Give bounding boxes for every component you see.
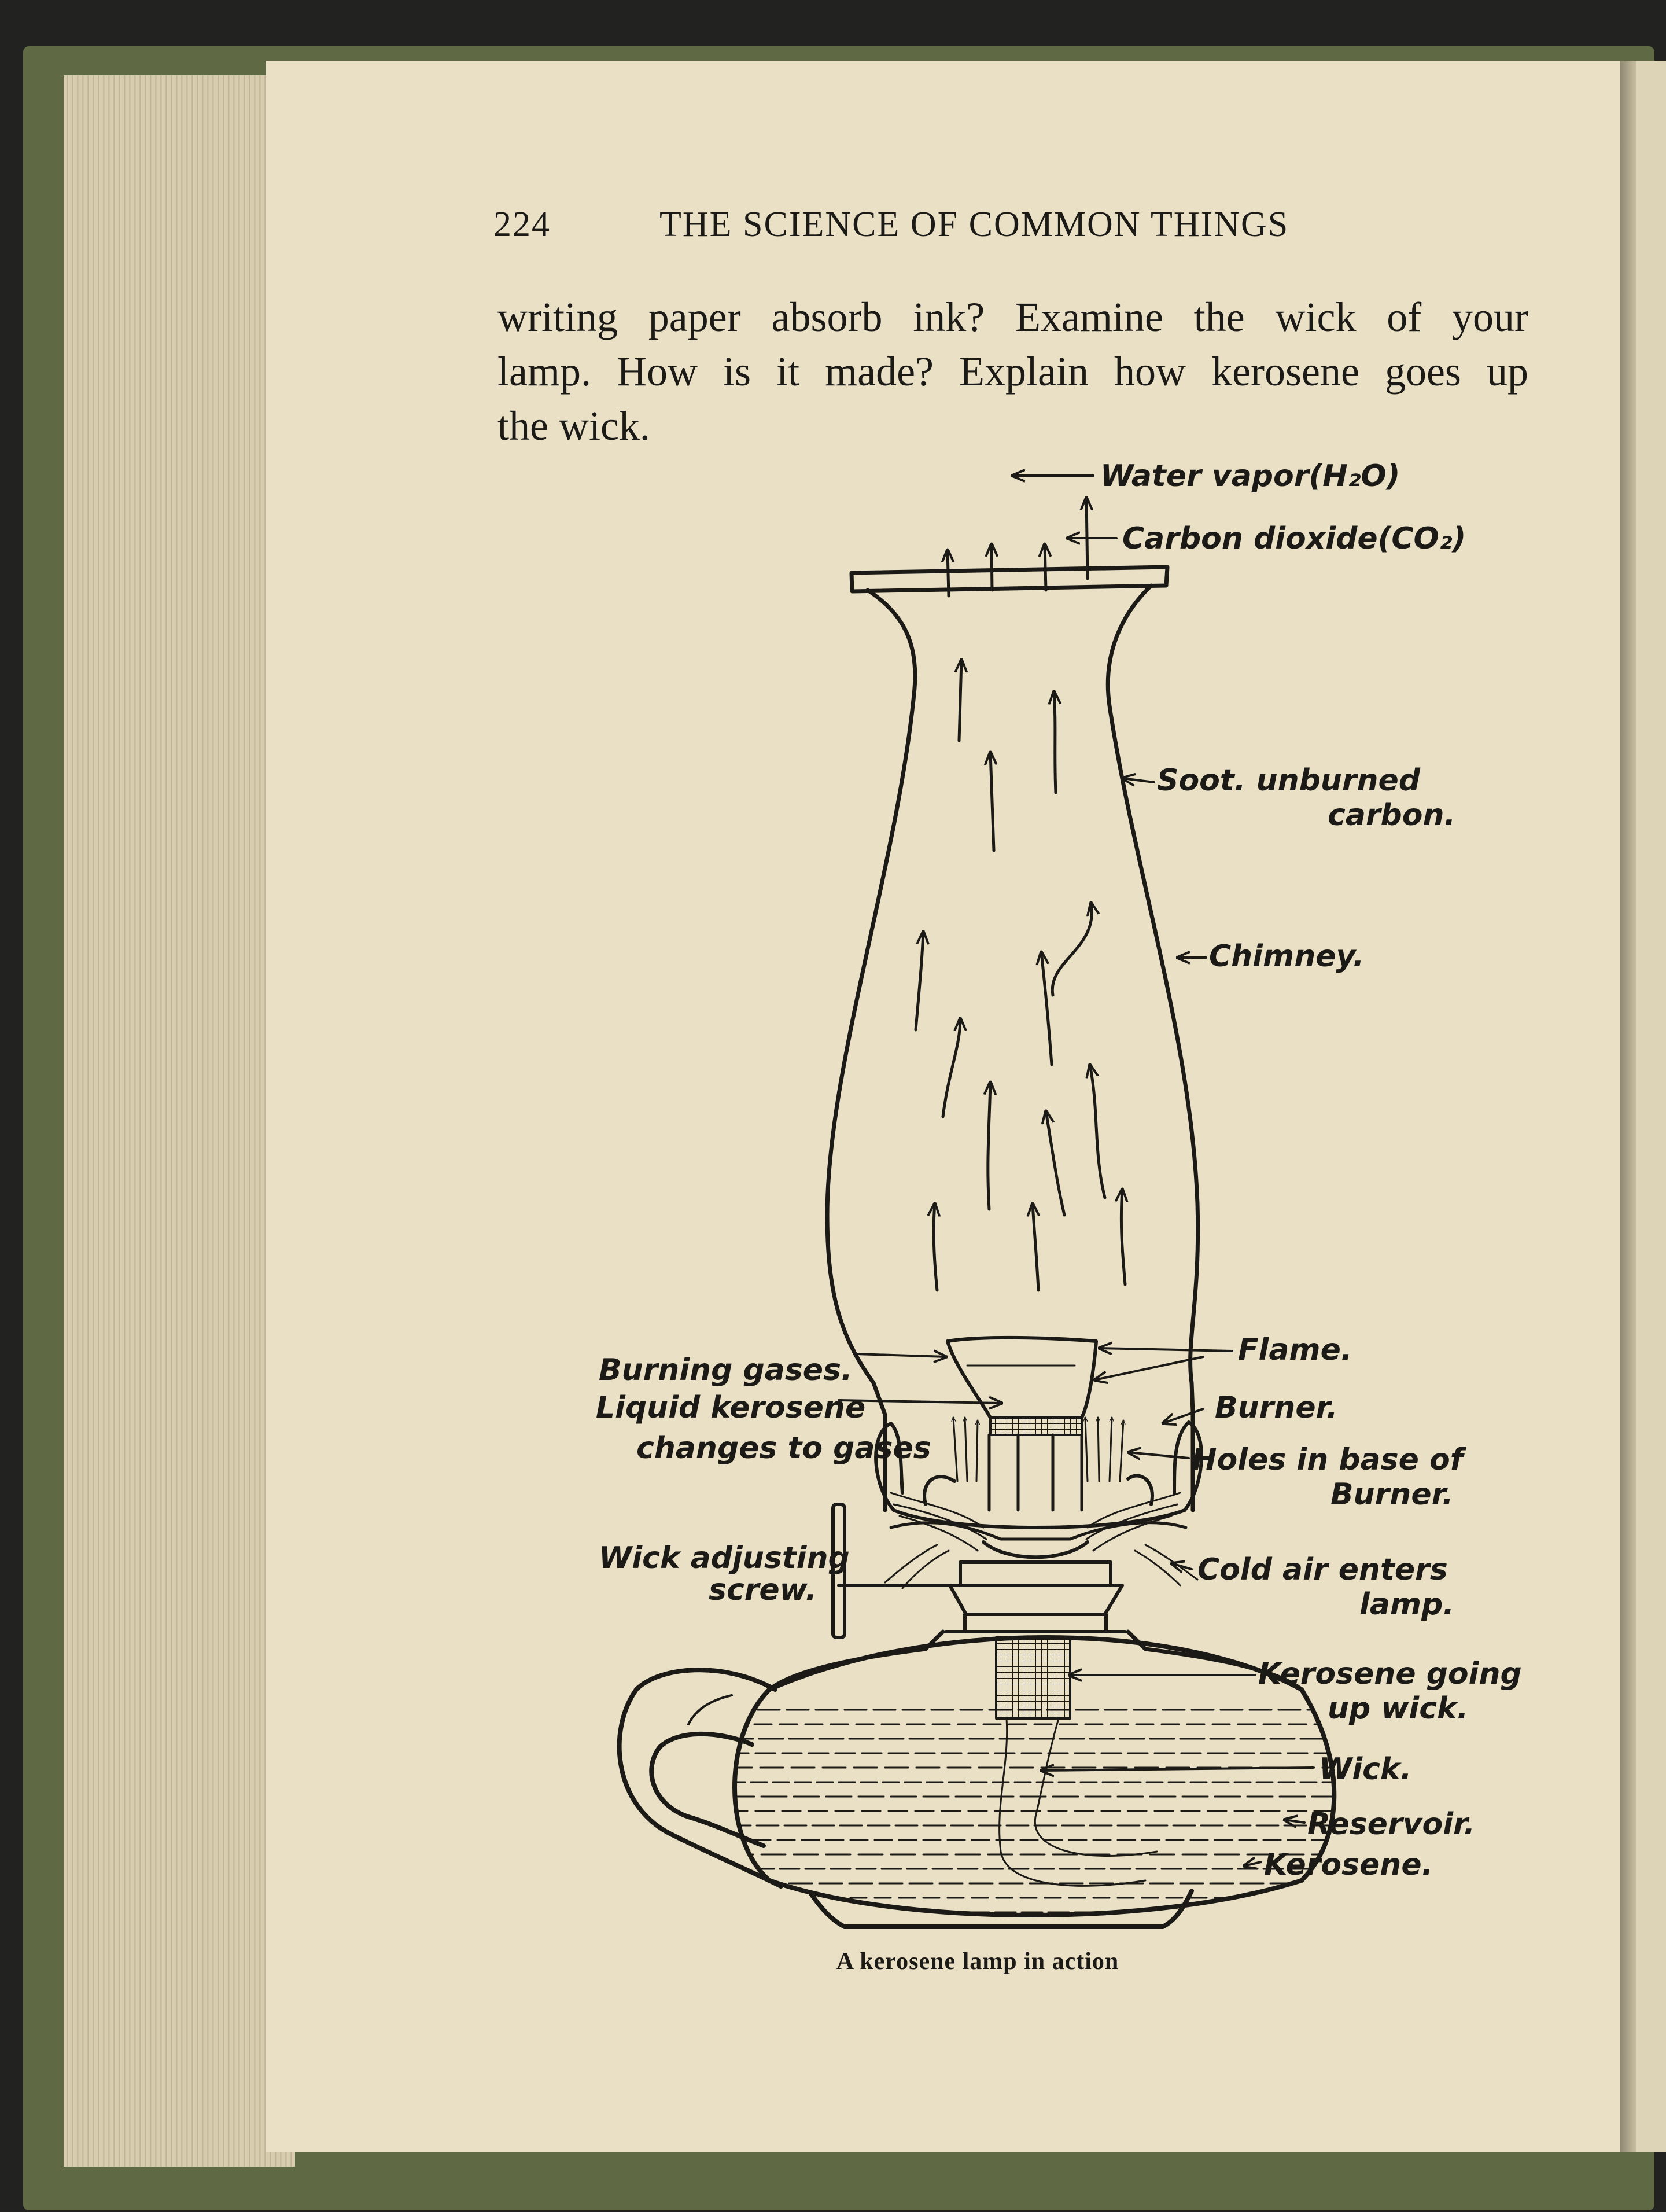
label-kerosene: Kerosene. <box>1264 1847 1433 1882</box>
label-holes-line2: Burner. <box>1330 1477 1454 1512</box>
arrow-reservoir <box>1284 1820 1306 1823</box>
label-carbon-dioxide: Carbon dioxide(CO₂) <box>1122 521 1466 556</box>
arrow-liquid-kerosene <box>838 1400 1002 1403</box>
label-kerosene-going-line2: up wick. <box>1328 1691 1468 1726</box>
chimney-rim <box>849 565 1170 594</box>
label-burner: Burner. <box>1215 1390 1338 1425</box>
handle <box>617 1668 783 1889</box>
body-line: writing paper absorb ink? Examine the wi… <box>497 294 1528 340</box>
label-reservoir: Reservoir. <box>1307 1807 1475 1842</box>
arrow-burner <box>1163 1408 1204 1423</box>
arrow-burning-gases <box>855 1354 946 1357</box>
arrow-flame-2 <box>1094 1356 1204 1380</box>
label-soot-line1: Soot. unburned <box>1157 763 1421 798</box>
flame-cup <box>946 1335 1098 1419</box>
body-line: the wick. <box>497 403 650 449</box>
label-liquid-kerosene-line2: changes to gases <box>636 1431 931 1466</box>
arrow-soot <box>1122 778 1155 782</box>
label-cold-air-line1: Cold air enters <box>1197 1552 1448 1587</box>
label-wick-screw-line1: Wick adjusting <box>599 1541 850 1576</box>
next-page-edge <box>1636 61 1666 2152</box>
body-line: lamp. How is it made? Explain how kerose… <box>497 348 1528 395</box>
label-liquid-kerosene-line1: Liquid kerosene <box>596 1390 865 1425</box>
label-cold-air-line2: lamp. <box>1359 1587 1454 1622</box>
arrow-cold-air <box>1171 1563 1193 1569</box>
page-number: 224 <box>493 205 551 244</box>
burner-gallery <box>874 1422 956 1512</box>
label-burning-gases: Burning gases. <box>599 1353 853 1387</box>
chimney-glass <box>825 588 917 1512</box>
book-gutter <box>1620 61 1636 2152</box>
arrow-holes <box>1128 1452 1190 1458</box>
label-chimney: Chimney. <box>1209 939 1364 974</box>
arrow-flame-1 <box>1099 1348 1233 1351</box>
label-wick: Wick. <box>1319 1752 1411 1787</box>
burner-collar <box>982 1540 1089 1559</box>
reservoir <box>732 1635 1337 1917</box>
wick-strand <box>998 1717 1158 1887</box>
label-flame: Flame. <box>1238 1333 1352 1367</box>
page-edges <box>64 75 295 2167</box>
label-wick-screw-line2: screw. <box>709 1573 817 1607</box>
wick-mesh <box>995 1636 1071 1720</box>
figure-caption: A kerosene lamp in action <box>836 1948 1119 1975</box>
running-head: THE SCIENCE OF COMMON THINGS <box>659 205 1289 244</box>
label-water-vapor: Water vapor(H₂O) <box>1100 459 1400 494</box>
label-soot-line2: carbon. <box>1328 798 1455 833</box>
arrow-wick <box>1041 1768 1314 1771</box>
arrow-kerosene <box>1244 1862 1262 1866</box>
label-kerosene-going-line1: Kerosene going <box>1258 1657 1522 1691</box>
label-holes-line1: Holes in base of <box>1192 1442 1467 1477</box>
